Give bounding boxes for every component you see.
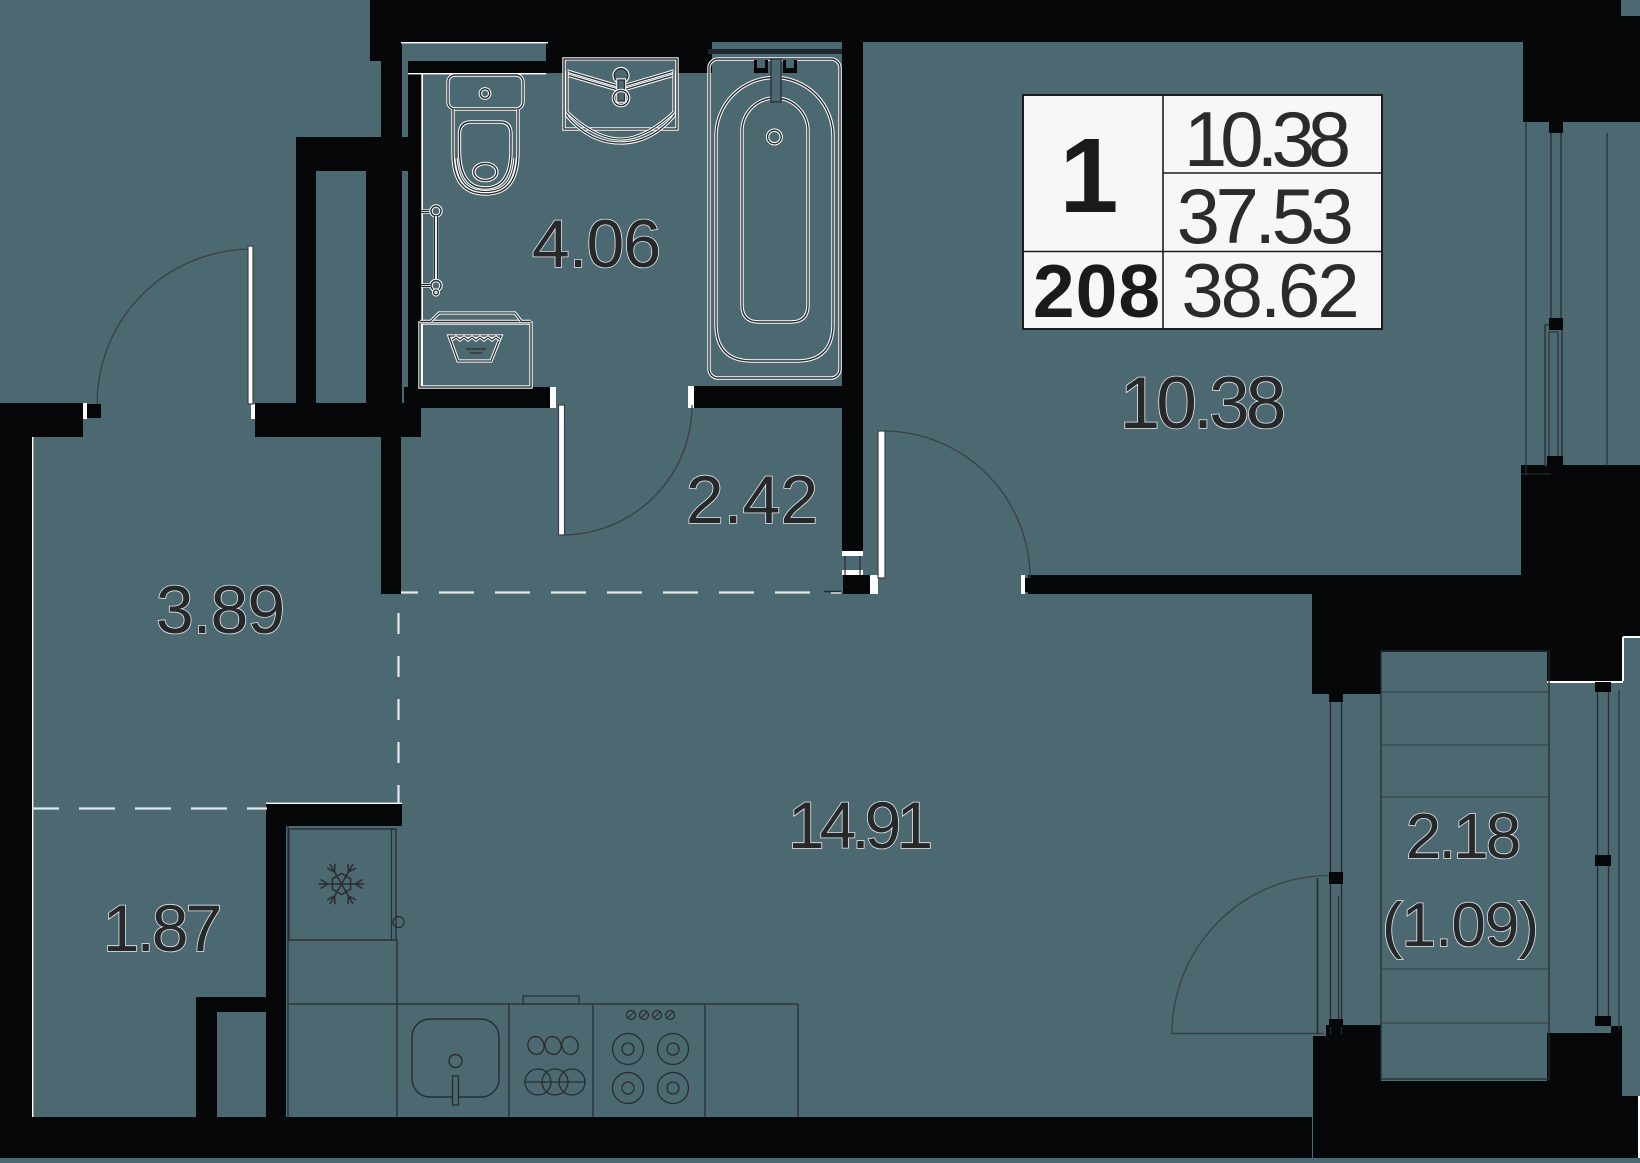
svg-text:37.53: 37.53 (1177, 172, 1351, 260)
svg-text:1.87: 1.87 (103, 891, 220, 965)
svg-text:10.38: 10.38 (1184, 95, 1348, 183)
svg-text:3.89: 3.89 (156, 572, 284, 648)
svg-text:2.18: 2.18 (1406, 800, 1519, 872)
svg-text:1: 1 (1060, 117, 1119, 235)
svg-text:(1.09): (1.09) (1382, 891, 1538, 960)
svg-text:4.06: 4.06 (532, 206, 660, 282)
svg-text:38.62: 38.62 (1181, 249, 1356, 334)
svg-text:14.91: 14.91 (788, 788, 930, 862)
svg-text:2.42: 2.42 (686, 462, 818, 538)
svg-text:208: 208 (1033, 249, 1161, 333)
svg-text:10.38: 10.38 (1120, 363, 1284, 444)
